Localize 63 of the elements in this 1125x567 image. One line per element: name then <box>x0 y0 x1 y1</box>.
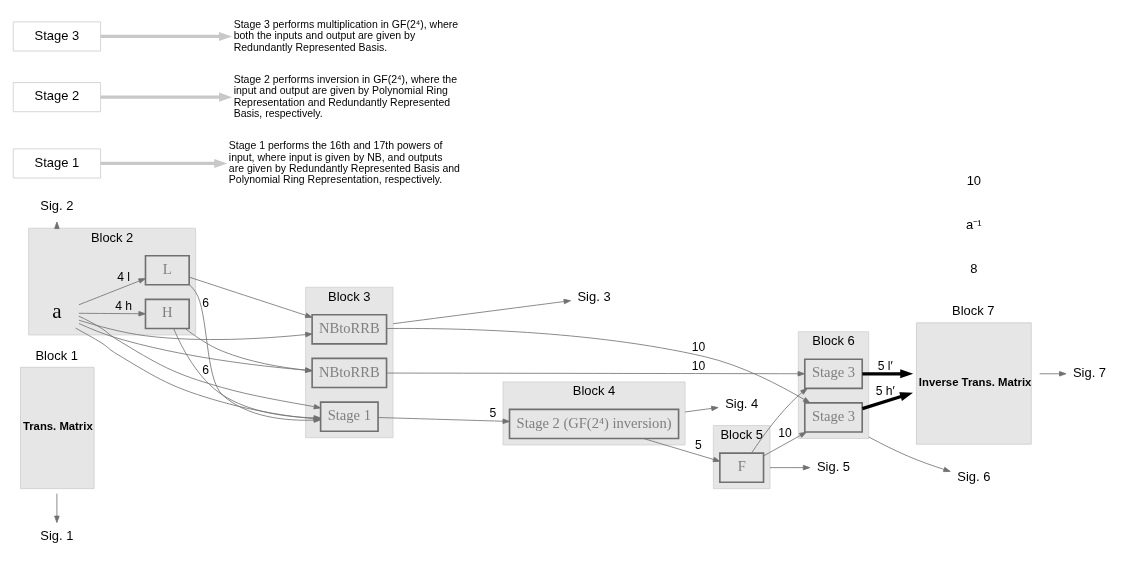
arrow <box>386 327 811 403</box>
arrow <box>643 437 721 462</box>
node-text: a <box>52 298 62 323</box>
edge-label: 5 h′ <box>875 383 895 398</box>
node-text: Stage 1 performs the 16th and 17th powers of input, where input is given by NB, and outputs are given by Redundantly Represented Basis and Polynomial Ring Representation, respectively. <box>228 138 460 185</box>
edge-label: 5 <box>695 437 702 452</box>
node-box: Stage 2 <box>12 81 101 112</box>
arrow <box>751 387 808 453</box>
arrow <box>78 310 146 316</box>
arrow <box>78 315 321 409</box>
node-box: H <box>144 298 190 329</box>
arrow <box>769 464 811 470</box>
arrow <box>100 158 228 168</box>
arrow <box>78 322 313 373</box>
node-box: Stage 1 <box>12 148 101 178</box>
arrow <box>377 416 510 424</box>
node-box: Stage 3 <box>12 21 101 51</box>
arrow <box>184 327 313 373</box>
arrow <box>868 436 951 472</box>
node-text: Stage 2 performs inversion in GF(2⁴), where the input and output are given by Polynomial Ring Representation and Redundantly Represented Basis, respectively. <box>233 72 458 119</box>
arrow <box>392 298 571 324</box>
label: 10 <box>966 172 982 188</box>
node-text: Sig. 2 <box>40 197 74 213</box>
edge-label: 6 <box>202 362 210 377</box>
arrow <box>763 431 807 456</box>
node-box: Stage 1 <box>319 400 379 432</box>
label: 8 <box>970 260 978 276</box>
node-box: Stage 2 (GF(2⁴) inversion) <box>508 408 680 439</box>
arrow <box>861 391 913 410</box>
arrow <box>54 492 60 523</box>
node-label: Block 1 <box>35 347 78 363</box>
node-text: Sig. 7 <box>1072 364 1107 380</box>
arrow <box>100 31 233 41</box>
arrow <box>78 319 313 340</box>
node-box: Stage 3 <box>803 357 864 389</box>
edge-label: 6 <box>202 295 210 310</box>
node-text: Sig. 6 <box>957 468 991 484</box>
edge-label: 4 l <box>117 269 131 284</box>
arrow <box>100 92 233 102</box>
node-label: Block 7 <box>952 302 995 318</box>
edge-label: 10 <box>778 425 792 440</box>
arrow <box>684 405 719 412</box>
arrow <box>78 277 146 305</box>
node-text: Stage 3 performs multiplication in GF(2⁴), where both the inputs and output are given by Redundantly Represented Basis. <box>233 17 459 53</box>
node-text: Sig. 1 <box>40 527 74 543</box>
node-box: F <box>719 451 765 483</box>
arrow <box>1039 370 1067 376</box>
node-box: Stage 3 <box>803 401 864 433</box>
node-text: Sig. 4 <box>725 395 759 411</box>
node-box: NBtoRRB <box>311 357 388 388</box>
node-box: NBtoRRB <box>311 313 388 345</box>
node-text: Sig. 3 <box>577 288 611 304</box>
edge-label: 5 <box>489 405 497 420</box>
label: a⁻¹ <box>966 216 982 232</box>
arrow <box>386 370 805 376</box>
node-box: L <box>144 254 190 286</box>
arrow <box>188 276 313 318</box>
edge-label: 10 <box>691 339 706 354</box>
edge-label: 5 l′ <box>877 358 893 373</box>
edge-label: 4 h <box>115 298 133 313</box>
arrow <box>862 368 914 378</box>
node-text: Sig. 5 <box>816 458 851 474</box>
edge-label: 10 <box>691 358 706 373</box>
